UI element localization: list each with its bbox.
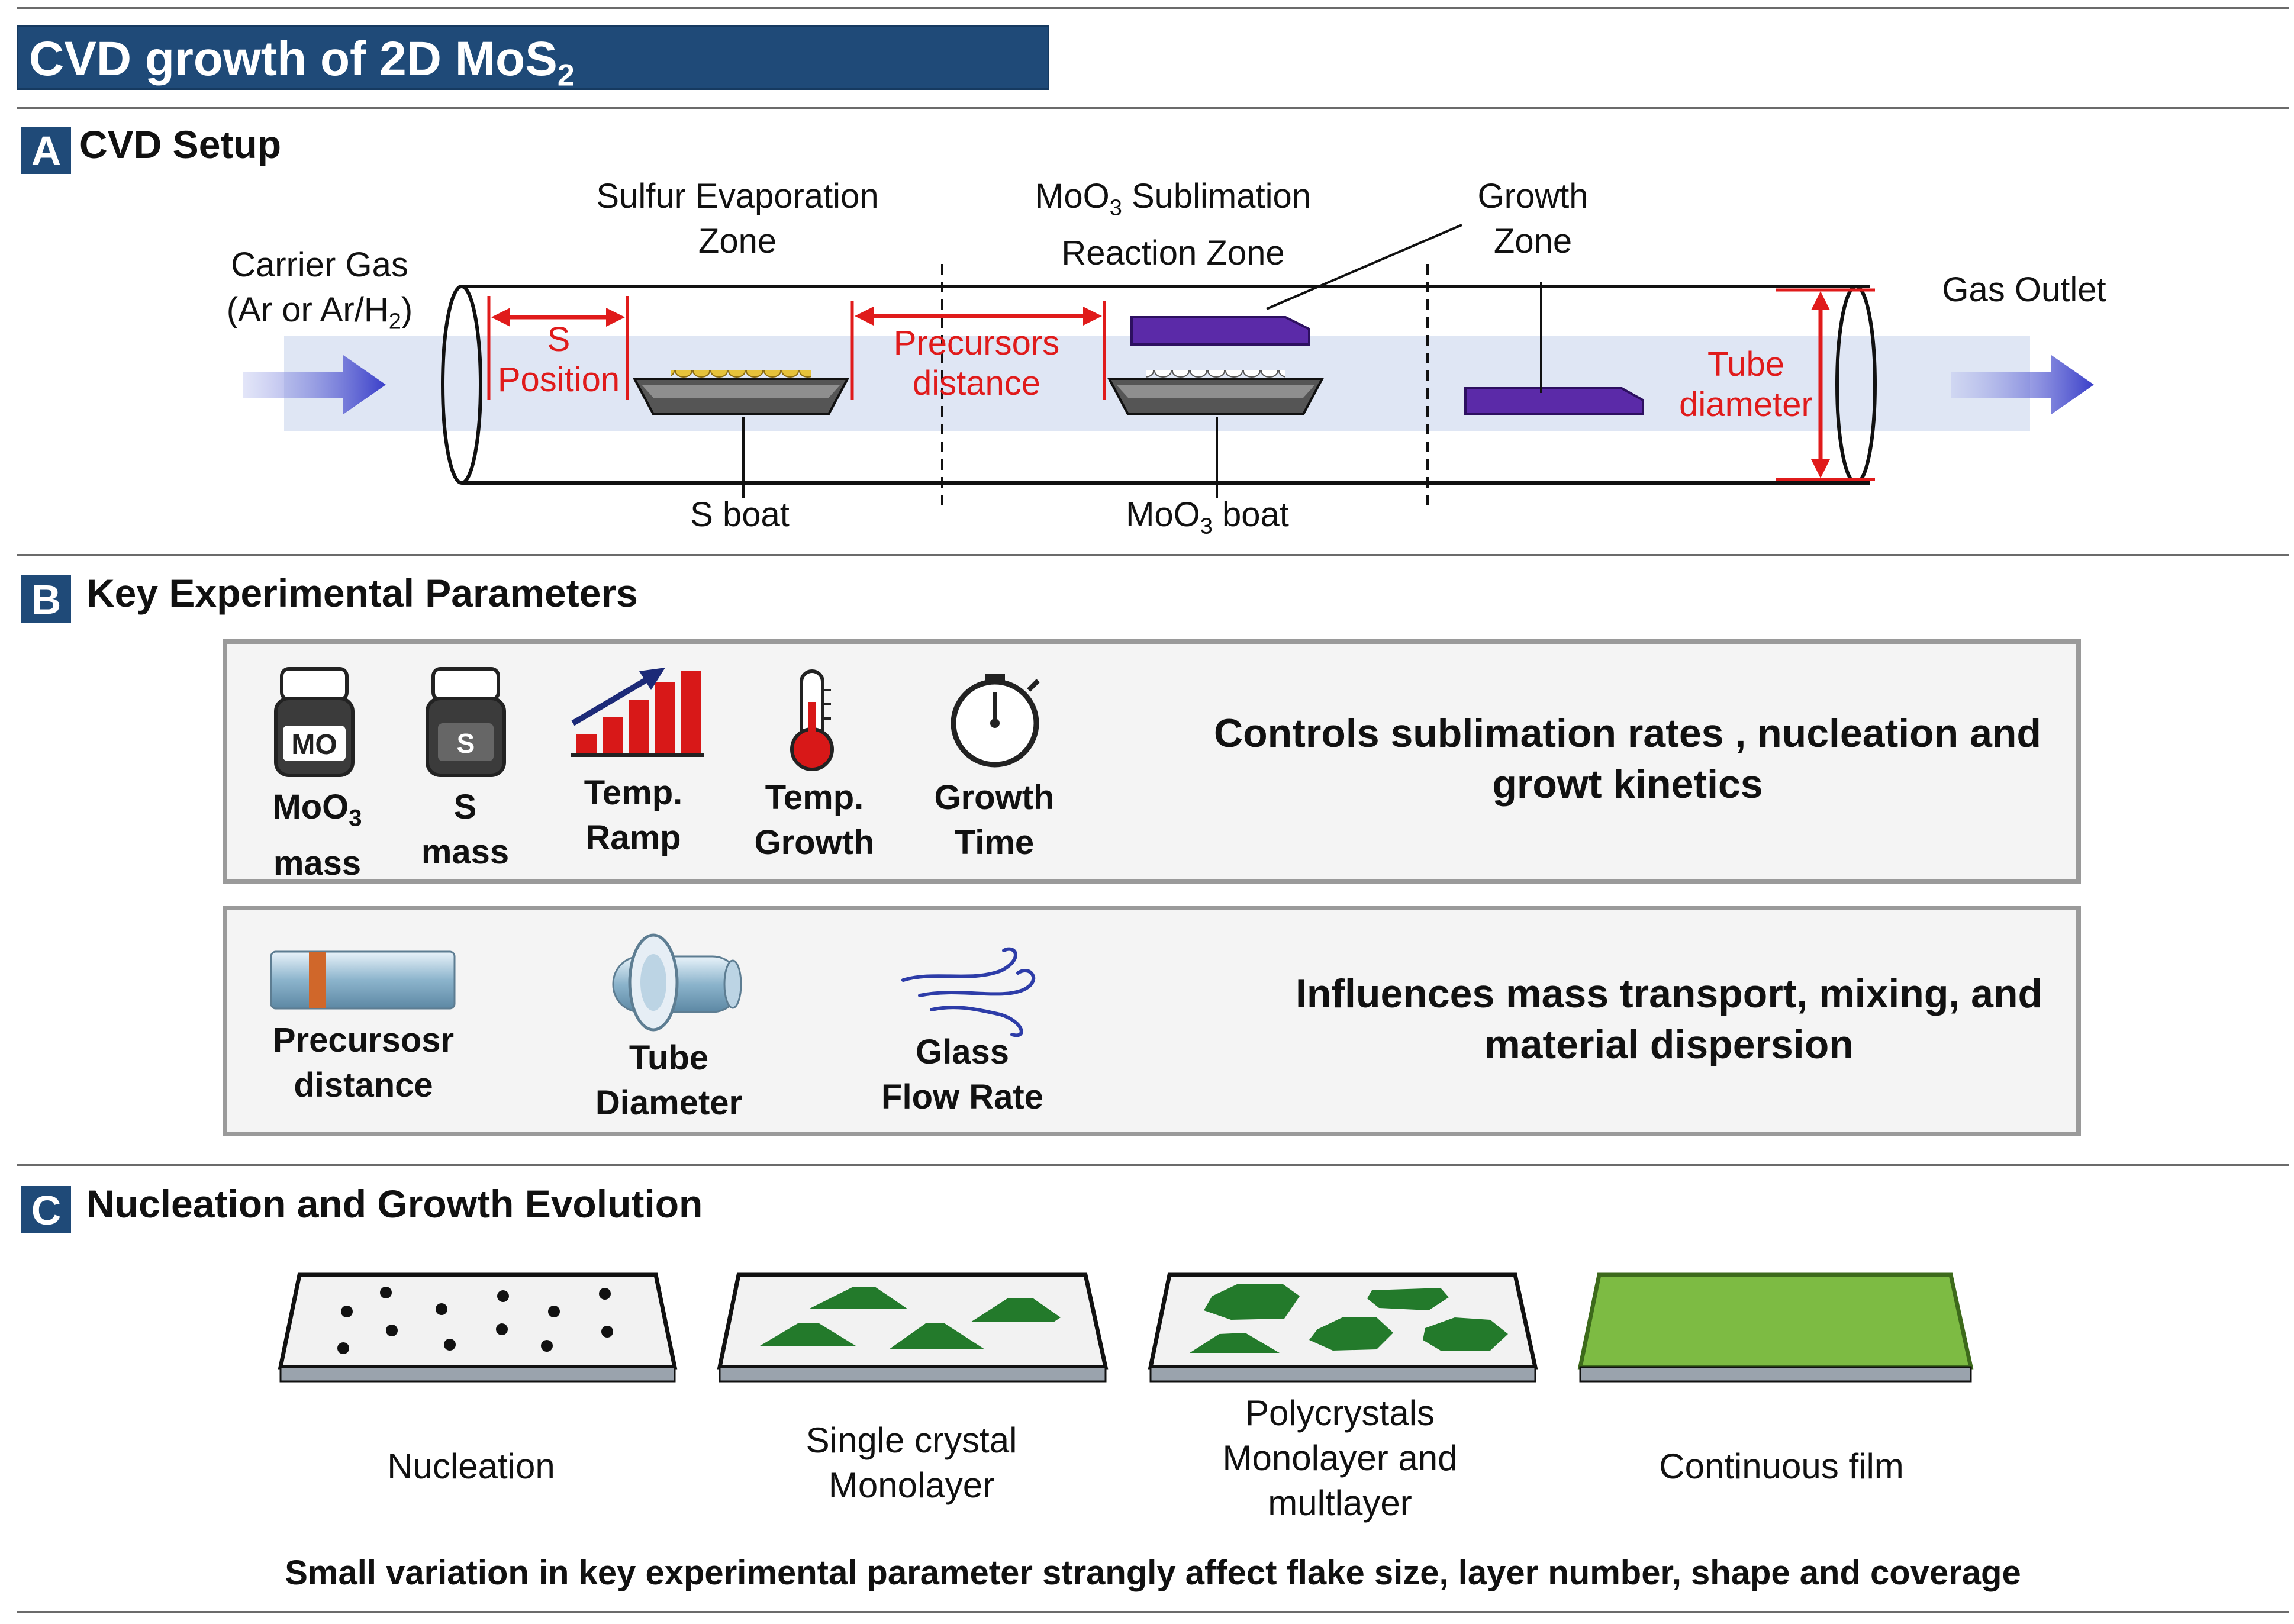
param-growth-time: Growth Time [934, 778, 1055, 862]
tube-outlet-end [1835, 285, 1877, 485]
section-b-badge: B [21, 575, 71, 623]
tube-diameter-label: Tube diameter [1679, 345, 1813, 424]
footer-note: Small variation in key experimental para… [285, 1554, 2021, 1592]
parameters-box-chemical [223, 639, 2081, 884]
growth-zone-label: Growth Zone [1477, 177, 1589, 260]
row1-icons: MO S [274, 667, 1040, 777]
substrate-top [1130, 316, 1310, 346]
bottle-moo3-text: MO [291, 729, 337, 761]
rule-c [17, 1164, 2289, 1166]
row2-icons [270, 933, 1036, 1037]
precursors-distance-label: Precursors distance [893, 324, 1060, 402]
section-c-title: Nucleation and Growth Evolution [86, 1182, 703, 1226]
bottle-s-text: S [457, 728, 475, 759]
param-tube-diameter: Tube Diameter [595, 1039, 743, 1122]
cvd-setup-diagram [243, 224, 2094, 507]
moo3-zone-label: MoO3 Sublimation Reaction Zone [1035, 177, 1311, 272]
thermometer-icon [790, 669, 834, 771]
moo3-boat-label: MoO3 boat [1126, 495, 1289, 539]
section-b-title: Key Experimental Parameters [86, 571, 638, 615]
param-moo3-mass: MoO3 mass [272, 788, 362, 882]
moo3-boat [1107, 370, 1325, 415]
row1-effect-text: Controls sublimation rates , nucleation … [1214, 711, 2041, 807]
page-title: CVD growth of 2D MoS2 [29, 32, 575, 93]
tube-distance-icon [270, 950, 456, 1010]
s-boat [632, 370, 850, 415]
tube-inlet-end [441, 285, 482, 485]
top-rule [17, 7, 2289, 9]
carrier-gas-label: Carrier Gas (Ar or Ar/H2) [226, 246, 413, 334]
stage-single-crystal-label: Single crystal Monolayer [806, 1420, 1017, 1505]
stage-continuous-film-label: Continuous film [1659, 1446, 1904, 1486]
single-crystal-substrate [717, 1272, 1109, 1383]
bottle-moo3-icon [274, 667, 355, 777]
polycrystal-substrate [1148, 1272, 1538, 1383]
param-precursor-distance: Precursosr distance [272, 1021, 455, 1104]
growth-evolution-diagram [278, 1272, 1974, 1383]
gas-outlet-label: Gas Outlet [1942, 270, 2106, 309]
s-position-label: S Position [497, 320, 620, 399]
tube-diameter-icon [612, 933, 742, 1032]
bottle-s-icon [426, 667, 506, 777]
rule-a [17, 107, 2289, 109]
inlet-arrow [243, 355, 386, 414]
bottom-rule [17, 1611, 2289, 1613]
rule-b [17, 554, 2289, 556]
stage-polycrystal-label: Polycrystals Monolayer and multlayer [1222, 1393, 1458, 1523]
section-a-title: CVD Setup [79, 123, 282, 166]
section-a-badge: A [21, 127, 71, 174]
title-bar: CVD growth of 2D MoS2 [17, 25, 1049, 93]
gas-flow-icon [901, 947, 1036, 1037]
row2-effect-text: Influences mass transport, mixing, and m… [1295, 971, 2043, 1067]
growth-substrate [1464, 387, 1644, 415]
stage-nucleation-label: Nucleation [387, 1446, 555, 1486]
param-s-mass: S mass [421, 788, 510, 871]
parameters-box-transport [223, 906, 2081, 1136]
section-c-badge: C [21, 1186, 71, 1233]
param-gas-flow-rate: Glass Flow Rate [881, 1033, 1043, 1116]
continuous-film-substrate [1577, 1272, 1974, 1383]
nucleation-substrate [278, 1272, 678, 1383]
param-temp-growth: Temp. Growth [754, 778, 875, 862]
temp-ramp-icon [571, 668, 704, 757]
param-temp-ramp: Temp. Ramp [584, 774, 683, 857]
stopwatch-icon [951, 674, 1040, 768]
s-boat-label: S boat [690, 495, 790, 534]
sulfur-zone-label: Sulfur Evaporation Zone [596, 177, 879, 260]
outlet-arrow [1951, 355, 2094, 414]
